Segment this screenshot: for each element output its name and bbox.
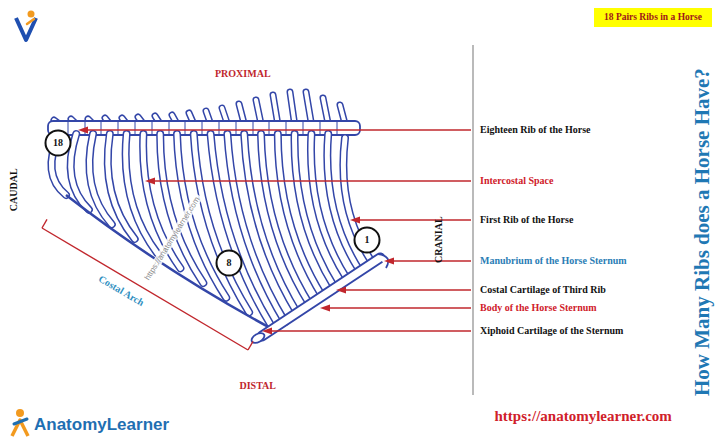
leader-arrows xyxy=(78,127,471,335)
heading-text: How Many Ribs does a Horse Have? xyxy=(690,68,714,396)
part-label: Intercostal Space xyxy=(480,175,553,187)
sternum xyxy=(262,258,380,336)
part-label: Manubrium of the Horse Sternum xyxy=(480,255,627,267)
spinous-process-outline xyxy=(54,92,345,124)
part-label: Body of the Horse Sternum xyxy=(480,302,597,314)
callout-circle-shape xyxy=(355,228,380,253)
callout-number: 18 xyxy=(53,137,63,149)
direction-label: CAUDAL xyxy=(7,168,19,211)
logo-text: AnatomyLearner xyxy=(34,415,169,435)
callout-circle-shape xyxy=(217,251,242,276)
part-label: Xiphoid Cartilage of the Sternum xyxy=(480,325,623,337)
sternum-outline xyxy=(262,258,380,336)
title-band-text: 18 Pairs Ribs in a Horse xyxy=(604,12,702,23)
region-label: Costal Arch xyxy=(96,273,145,309)
callout-circle: 1 xyxy=(353,226,381,254)
part-label: First Rib of the Horse xyxy=(480,214,573,226)
costal-arch-line xyxy=(66,195,272,329)
divider-line xyxy=(472,45,473,395)
direction-label: PROXIMAL xyxy=(215,68,271,80)
callout-circle: 8 xyxy=(215,249,243,277)
part-label: Eighteen Rib of the Horse xyxy=(480,124,591,136)
callout-circle-shape xyxy=(46,131,71,156)
logo-icon xyxy=(12,409,28,436)
spinous-process xyxy=(54,92,345,124)
callout-number: 1 xyxy=(365,234,370,246)
direction-label: DISTAL xyxy=(240,380,277,392)
part-label: Costal Cartilage of Third Rib xyxy=(480,284,606,296)
logo-icon xyxy=(16,11,36,41)
website-url: https://anatomylearner.com xyxy=(495,408,672,425)
callout-circle: 18 xyxy=(44,129,72,157)
direction-label: CRANIAL xyxy=(432,216,444,263)
callout-number: 8 xyxy=(227,257,232,269)
costal-arch-bracket xyxy=(42,219,253,350)
title-band: 18 Pairs Ribs in a Horse xyxy=(594,8,712,27)
